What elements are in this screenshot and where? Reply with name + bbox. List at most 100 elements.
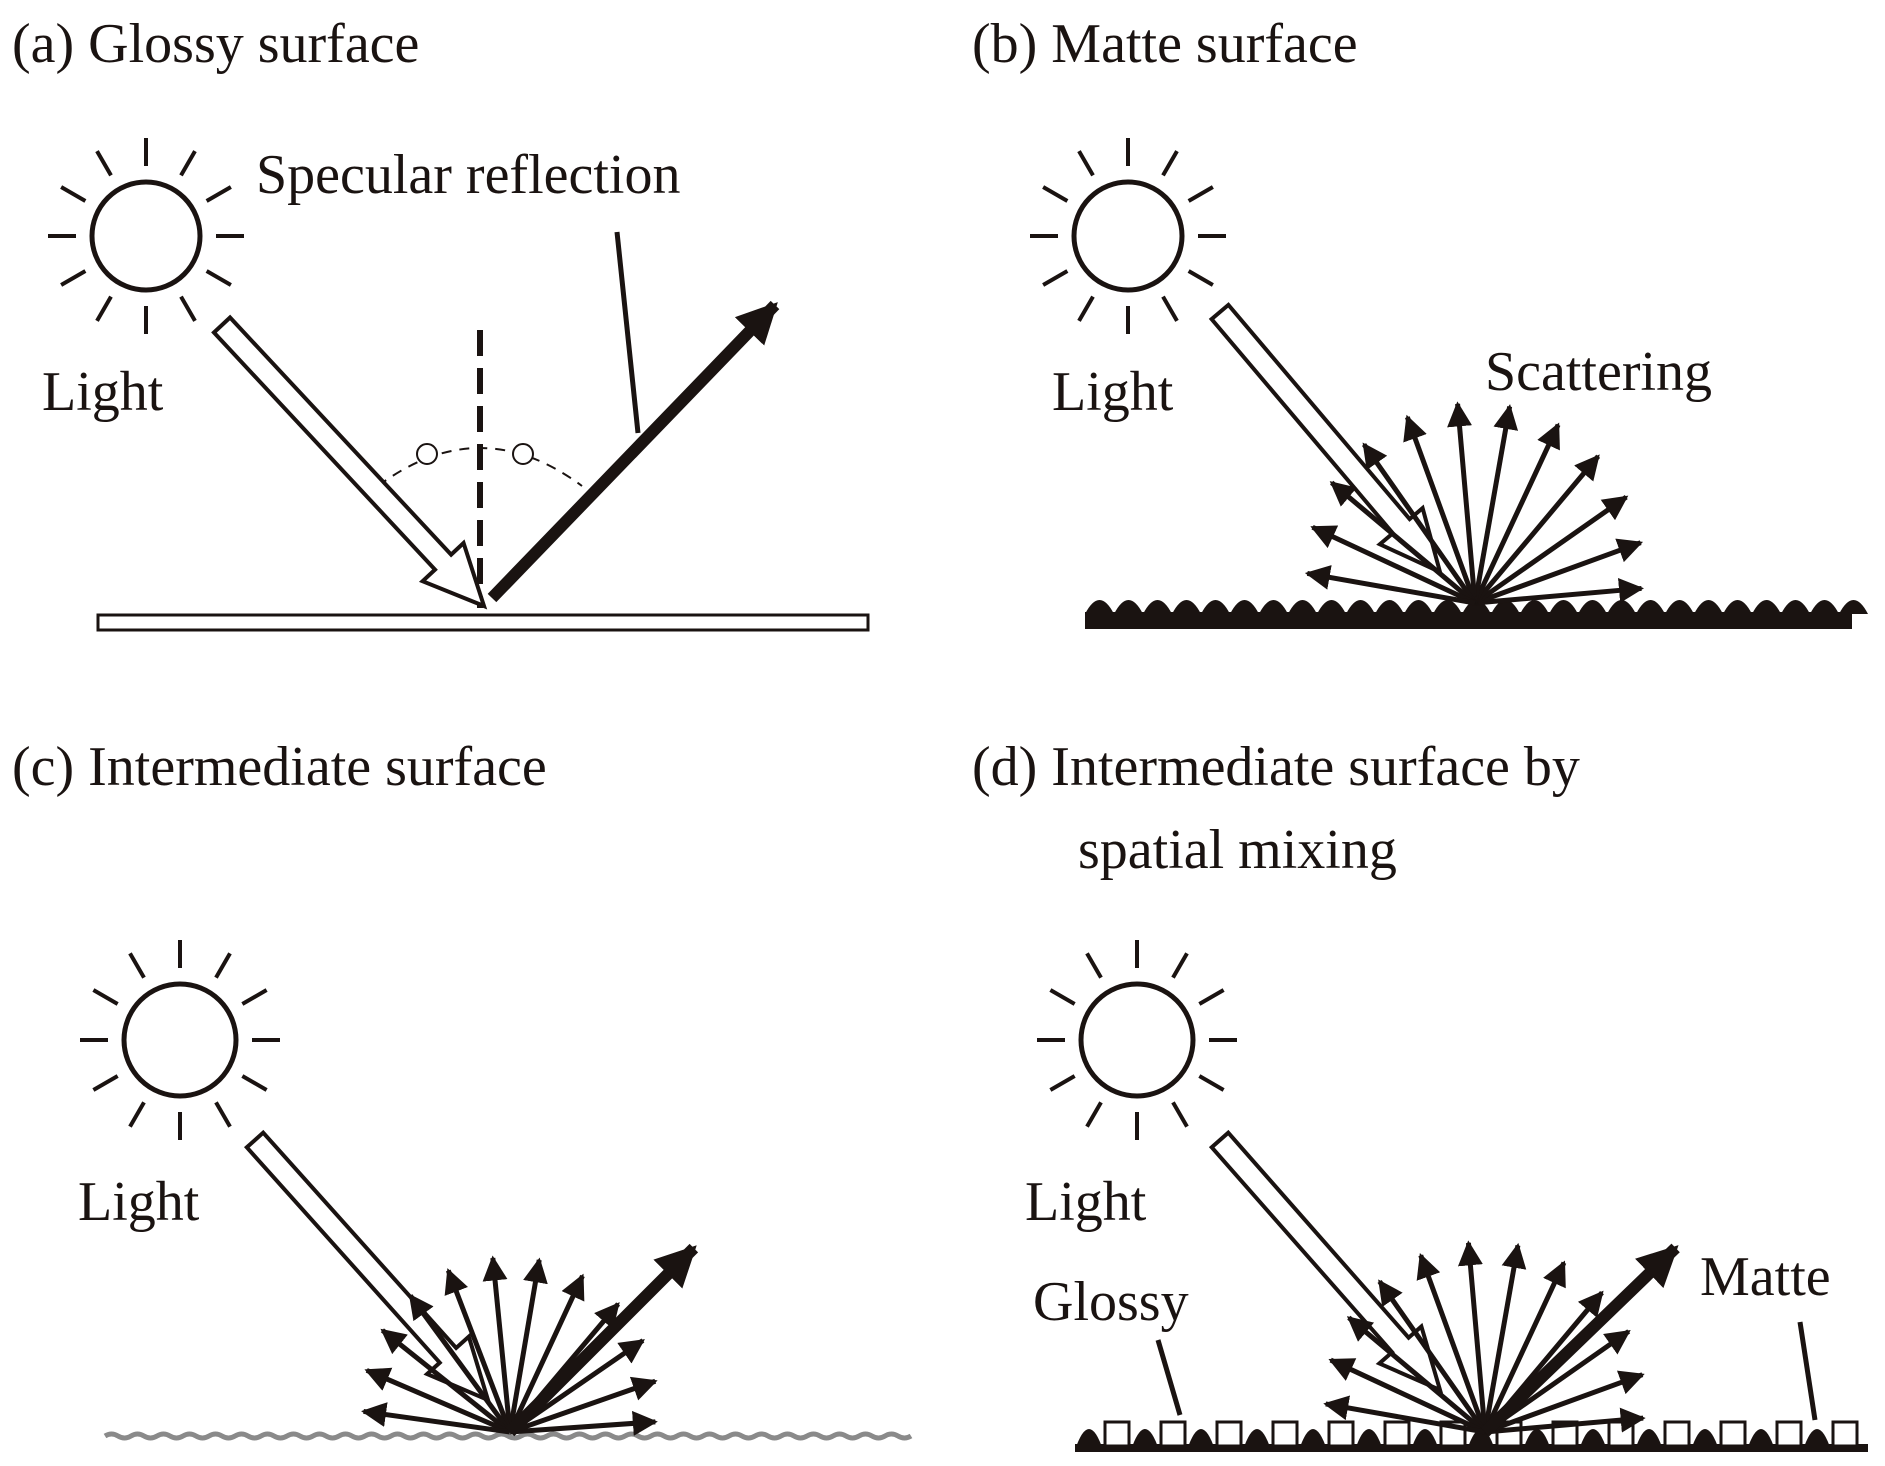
matte-bump <box>1187 1429 1215 1450</box>
sun-ray <box>1198 1074 1225 1092</box>
sun-ray <box>1049 988 1076 1006</box>
surface-bump <box>1172 600 1201 614</box>
surface-bump <box>1607 600 1636 614</box>
sun-ray <box>1077 150 1095 177</box>
sun-ray <box>214 952 232 979</box>
sun-ray <box>1085 1101 1103 1128</box>
ray-arrow <box>1474 538 1644 606</box>
ray-arrow <box>1329 480 1477 605</box>
glossy-leader-line <box>1155 1339 1183 1416</box>
surface-bump <box>1752 600 1781 614</box>
surface-bump <box>1520 600 1549 614</box>
label-leader-line <box>614 231 641 434</box>
glossy-surface <box>96 613 870 632</box>
ray-arrow <box>1472 404 1519 604</box>
matte-bump <box>1355 1429 1383 1450</box>
incident-light-arrow <box>211 314 488 610</box>
sun-ray <box>1171 1101 1189 1128</box>
glossy-tile <box>1103 1420 1131 1448</box>
matte-leader-line <box>1797 1321 1818 1421</box>
surface-bump <box>1433 600 1462 614</box>
angle-mark <box>416 443 438 465</box>
hollow-arrow-shape <box>1208 1129 1444 1394</box>
surface-base <box>1085 612 1852 629</box>
glossy-label: Glossy <box>1033 1271 1189 1333</box>
sun-ray <box>1077 295 1095 322</box>
surface-bump <box>1317 600 1346 614</box>
light-label: Light <box>1052 361 1174 423</box>
ray-arrow <box>408 1293 513 1434</box>
incident-light-arrow <box>1208 1129 1444 1394</box>
glossy-tile <box>1383 1420 1411 1448</box>
panel-b-title: (b) Matte surface <box>972 13 1358 75</box>
specular-ray-arrow <box>1480 1243 1680 1437</box>
surface-bump <box>1723 600 1752 614</box>
sun-ray <box>179 295 197 322</box>
sun-ray <box>241 1074 268 1092</box>
sun-ray <box>205 185 232 203</box>
sun-ray <box>1187 185 1214 203</box>
ray-arrow <box>361 1402 511 1435</box>
sun-ray <box>95 150 113 177</box>
surface-bump <box>1201 600 1230 614</box>
surface-bump <box>1665 600 1694 614</box>
surface-bump <box>1085 600 1114 614</box>
matte-bump <box>1131 1429 1159 1450</box>
sun-ray <box>241 988 268 1006</box>
surface-bump <box>1694 600 1723 614</box>
sun-ray <box>92 1074 119 1092</box>
ray-arrow <box>1457 1240 1488 1433</box>
ray-arrow <box>444 1268 513 1433</box>
surface-bump <box>1114 600 1143 614</box>
glossy-tile <box>1719 1420 1747 1448</box>
sun-disc <box>1071 179 1185 293</box>
glossy-tile <box>1775 1420 1803 1448</box>
glossy-tile <box>1271 1420 1299 1448</box>
ray-arrow <box>1361 442 1478 605</box>
sun-ray <box>1171 952 1189 979</box>
sun-ray <box>128 952 146 979</box>
ray-arrow <box>1447 401 1478 604</box>
ray-arrow <box>507 1257 548 1433</box>
hollow-arrow-shape <box>243 1129 492 1404</box>
surface-bump <box>1230 600 1259 614</box>
surface-bump <box>1781 600 1810 614</box>
ray-arrow <box>1346 1315 1487 1434</box>
matte-surface <box>1085 600 1868 629</box>
ray-arrow <box>482 1255 513 1433</box>
matte-label: Matte <box>1700 1246 1831 1308</box>
specular-reflection-label: Specular reflection <box>256 144 680 206</box>
surface-bump <box>1404 600 1433 614</box>
panel-b: (b) Matte surface Light Scattering <box>972 13 1868 629</box>
sun-icon <box>1037 940 1237 1140</box>
light-label: Light <box>1025 1171 1147 1233</box>
sun-ray <box>95 295 113 322</box>
sun-ray <box>1198 988 1225 1006</box>
sun-ray <box>1085 952 1103 979</box>
glossy-tile <box>1159 1420 1187 1448</box>
ray-arrow <box>1328 1357 1487 1435</box>
glossy-tile <box>1327 1420 1355 1448</box>
surface-bump <box>1839 600 1868 614</box>
panel-a-title: (a) Glossy surface <box>12 13 419 75</box>
ray-arrow <box>1474 577 1644 606</box>
matte-bump <box>1299 1429 1327 1450</box>
scattered-rays <box>361 1243 699 1437</box>
sun-ray <box>1042 269 1069 287</box>
sun-icon <box>80 940 280 1140</box>
specular-ray-arrow <box>505 1243 699 1437</box>
rough-surface <box>103 1431 913 1441</box>
ray-arrow <box>1482 1242 1527 1433</box>
angle-arc <box>377 447 583 487</box>
matte-bump <box>1243 1429 1271 1450</box>
specular-reflection-arrow <box>487 300 780 603</box>
matte-bump <box>1691 1429 1719 1450</box>
panel-c: (c) Intermediate surface Light <box>12 736 913 1441</box>
ray-arrow <box>1472 422 1561 605</box>
panel-d: (d) Intermediate surface by spatial mixi… <box>972 736 1868 1452</box>
sun-ray <box>1161 295 1179 322</box>
sun-ray <box>1187 269 1214 287</box>
sun-ray <box>92 988 119 1006</box>
ray-arrow <box>1323 1395 1486 1435</box>
